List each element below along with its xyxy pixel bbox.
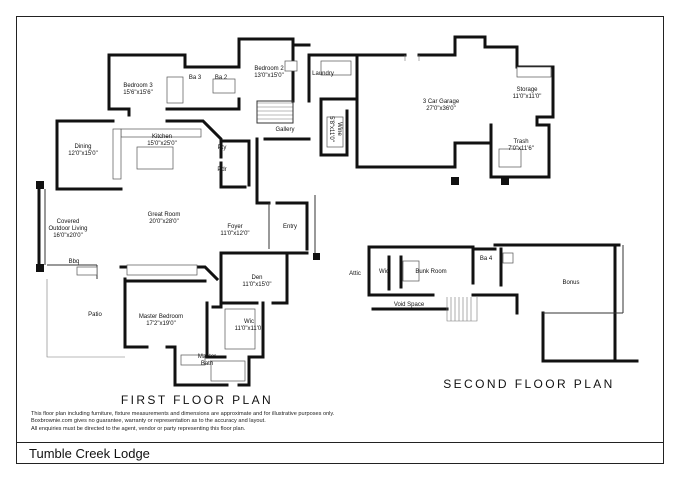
room-label-garage: 3 Car Garage xyxy=(423,99,460,105)
room-label-ba-2: Ba 2 xyxy=(215,75,228,81)
room-label-wic-2: Wic xyxy=(379,269,389,275)
room-label-den: Den xyxy=(251,275,262,281)
room-label-covered-outdoor-2: Outdoor Living xyxy=(48,226,87,232)
room-label-entry: Entry xyxy=(283,224,297,230)
room-label-wic: Wic xyxy=(244,319,254,325)
room-dims-wic: 11'0"x11'0" xyxy=(235,326,264,332)
room-label-bonus: Bonus xyxy=(562,280,579,286)
structural-posts xyxy=(36,177,509,272)
room-label-wine: Wine xyxy=(336,122,342,136)
room-dims-storage: 11'0"x11'0" xyxy=(513,94,542,100)
room-label-bunk-room: Bunk Room xyxy=(415,269,446,275)
room-label-pdr: Pdr xyxy=(217,167,226,173)
room-label-master-bedroom: Master Bedroom xyxy=(139,314,183,320)
second-floor-walls xyxy=(367,243,639,363)
disclaimer: This floor plan including furniture, fix… xyxy=(31,411,451,433)
room-label-pty: Pty xyxy=(218,145,227,151)
floor-plan-sheet: Bedroom 3 15'6"x15'6" Ba 3 Ba 2 Bedroom … xyxy=(16,16,664,464)
room-dims-bedroom-2: 13'0"x15'0" xyxy=(254,73,284,79)
room-label-gallery: Gallery xyxy=(275,127,294,133)
room-label-dining: Dining xyxy=(74,144,91,150)
room-label-foyer: Foyer xyxy=(227,224,242,230)
property-title: Tumble Creek Lodge xyxy=(29,446,150,461)
disclaimer-line: This floor plan including furniture, fix… xyxy=(31,411,335,417)
room-label-attic: Attic xyxy=(349,271,361,277)
room-label-great-room: Great Room xyxy=(148,212,181,218)
room-dims-trash: 7'0"x11'6" xyxy=(508,146,534,152)
second-floor-labels: Attic Wic Bunk Room Ba 4 Bonus Void Spac… xyxy=(349,256,579,308)
room-dims-bedroom-3: 15'6"x15'6" xyxy=(123,90,153,96)
room-label-void-space: Void Space xyxy=(394,302,425,308)
disclaimer-line: Boxbrownie.com gives no guarantee, warra… xyxy=(31,418,266,425)
title-bar: Tumble Creek Lodge xyxy=(17,442,663,464)
room-label-ba-3: Ba 3 xyxy=(189,75,202,81)
room-dims-garage: 27'0"x36'0" xyxy=(426,106,456,112)
room-dims-kitchen: 15'0"x25'0" xyxy=(147,141,177,147)
room-dims-foyer: 11'0"x12'0" xyxy=(220,231,249,237)
room-dims-covered-outdoor: 16'0"x20'0" xyxy=(53,233,83,239)
room-dims-great-room: 20'0"x28'0" xyxy=(149,219,179,225)
first-floor-fixtures xyxy=(76,55,552,382)
disclaimer-line: All enquiries must be directed to the ag… xyxy=(31,425,246,432)
room-label-storage: Storage xyxy=(516,87,538,93)
floor-plan-drawing: Bedroom 3 15'6"x15'6" Ba 3 Ba 2 Bedroom … xyxy=(36,35,639,407)
room-dims-dining: 12'0"x15'0" xyxy=(68,151,98,157)
second-floor-caption: SECOND FLOOR PLAN xyxy=(443,377,615,391)
room-label-master-bath-2: Bath xyxy=(201,361,213,367)
first-floor-walls xyxy=(37,35,555,387)
room-label-bedroom-2: Bedroom 2 xyxy=(254,66,284,72)
room-label-kitchen: Kitchen xyxy=(152,134,172,140)
room-label-patio: Patio xyxy=(88,312,102,318)
room-label-trash: Trash xyxy=(513,139,528,145)
room-dims-master-bedroom: 17'2"x19'0" xyxy=(146,321,176,327)
room-label-bedroom-3: Bedroom 3 xyxy=(123,83,153,89)
room-label-laundry: Laundry xyxy=(312,71,334,77)
room-label-bbq: Bbq xyxy=(69,259,80,265)
room-label-master-bath: Master xyxy=(198,354,216,360)
first-floor-caption: FIRST FLOOR PLAN xyxy=(121,393,273,407)
room-dims-wine: 5'8"x11'0" xyxy=(328,116,334,142)
room-label-ba-4: Ba 4 xyxy=(480,256,493,262)
room-dims-den: 11'0"x15'0" xyxy=(242,282,271,288)
room-label-covered-outdoor: Covered xyxy=(57,219,80,225)
first-floor-labels: Bedroom 3 15'6"x15'6" Ba 3 Ba 2 Bedroom … xyxy=(48,66,541,367)
